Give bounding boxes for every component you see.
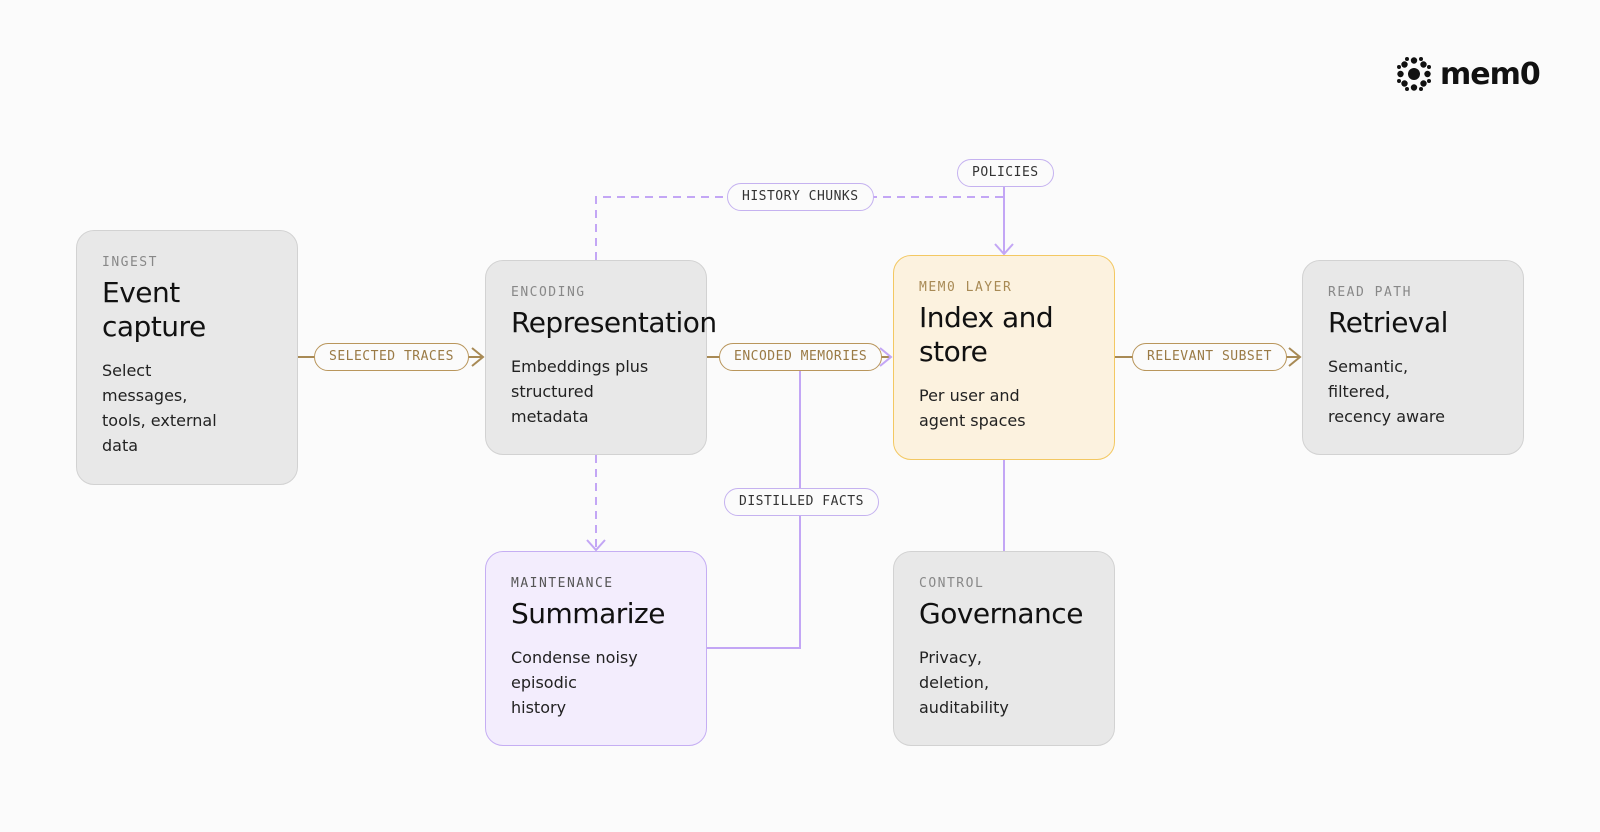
edge-label-policies: POLICIES xyxy=(957,159,1054,187)
arrowhead-read xyxy=(1288,347,1302,367)
arrowhead-policies xyxy=(994,243,1014,256)
node-encoding: ENCODING Representation Embeddings plus … xyxy=(485,260,717,455)
node-memo-layer: MEM0 LAYER Index and store Per user and … xyxy=(893,255,1115,460)
edge-label-encoded-memories: ENCODED MEMORIES xyxy=(719,343,883,371)
node-control: CONTROL Governance Privacy, deletion, au… xyxy=(893,551,1115,746)
node-kicker: READ PATH xyxy=(1328,285,1412,300)
node-description: Condense noisy episodic history xyxy=(511,648,638,717)
node-kicker: ENCODING xyxy=(511,285,586,300)
node-title: Governance xyxy=(919,597,1083,630)
mem0-logo-icon xyxy=(1397,57,1431,91)
brand-name: mem0 xyxy=(1440,56,1541,92)
node-maintenance: MAINTENANCE Summarize Condense noisy epi… xyxy=(485,551,707,746)
node-kicker: INGEST xyxy=(102,255,158,270)
node-kicker: MAINTENANCE xyxy=(511,576,614,591)
edge-label-selected-traces: SELECTED TRACES xyxy=(314,343,469,371)
arrowhead-memo xyxy=(879,347,893,367)
edge-label-relevant-subset: RELEVANT SUBSET xyxy=(1132,343,1287,371)
node-kicker: CONTROL xyxy=(919,576,985,591)
node-title: Representation xyxy=(511,306,717,339)
node-ingest: INGEST Event capture Select messages, to… xyxy=(76,230,298,485)
edge-history-chunks xyxy=(595,196,1004,260)
edge-label-distilled-facts: DISTILLED FACTS xyxy=(724,488,879,516)
node-description: Semantic, filtered, recency aware xyxy=(1328,357,1445,426)
edge-label-history-chunks: HISTORY CHUNKS xyxy=(727,183,874,211)
edge-distilled-facts xyxy=(707,357,801,649)
node-kicker: MEM0 LAYER xyxy=(919,280,1013,295)
node-description: Embeddings plus structured metadata xyxy=(511,357,649,426)
node-read-path: READ PATH Retrieval Semantic, filtered, … xyxy=(1302,260,1524,455)
node-title: Summarize xyxy=(511,597,665,630)
arrowhead-encoding xyxy=(471,347,485,367)
brand-logo: mem0 xyxy=(1396,56,1541,92)
node-title: Retrieval xyxy=(1328,306,1448,339)
node-description: Per user and agent spaces xyxy=(919,386,1026,430)
node-description: Privacy, deletion, auditability xyxy=(919,648,1009,717)
arrowhead-maintenance xyxy=(586,539,606,552)
node-title: Index and store xyxy=(919,301,1054,368)
node-description: Select messages, tools, external data xyxy=(102,361,217,455)
node-title: Event capture xyxy=(102,276,206,343)
